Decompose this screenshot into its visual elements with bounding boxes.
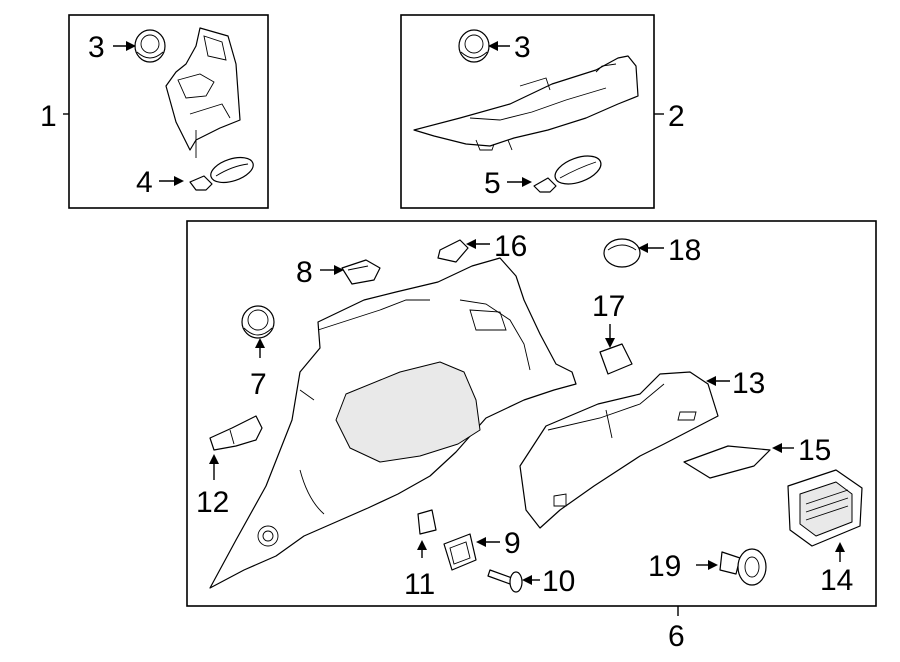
callout-15: 15 xyxy=(798,434,831,467)
trim-panel-2 xyxy=(413,55,639,151)
trim-panel-1 xyxy=(165,27,241,158)
callout-18: 18 xyxy=(668,234,701,267)
mat-15 xyxy=(683,445,771,479)
clip-12 xyxy=(209,415,263,451)
bolt-10 xyxy=(487,569,523,593)
clip-5 xyxy=(533,155,602,193)
group-box-2 xyxy=(400,14,655,209)
callout-2: 2 xyxy=(668,100,685,133)
callout-4: 4 xyxy=(136,166,153,199)
callout-17: 17 xyxy=(592,290,625,323)
fastener-19 xyxy=(719,548,767,586)
callout-12: 12 xyxy=(196,486,229,519)
callout-9: 9 xyxy=(504,527,521,560)
callout-7: 7 xyxy=(250,368,267,401)
push-clip-7 xyxy=(241,305,275,339)
callout-1: 1 xyxy=(40,100,57,133)
floor-panel-13 xyxy=(519,371,719,529)
callout-5: 5 xyxy=(484,167,501,200)
callout-3b: 3 xyxy=(514,31,531,64)
group-box-1 xyxy=(68,14,269,209)
vent-14 xyxy=(787,469,863,547)
clip-16 xyxy=(437,239,469,263)
clip-4 xyxy=(189,156,254,191)
callout-10: 10 xyxy=(542,565,575,598)
callout-11: 11 xyxy=(404,568,435,601)
cap-18 xyxy=(603,238,641,268)
push-clip-3a xyxy=(134,29,166,63)
callout-14: 14 xyxy=(820,564,853,597)
cover-17 xyxy=(599,343,633,375)
callout-19: 19 xyxy=(648,550,681,583)
callout-8: 8 xyxy=(296,256,313,289)
callout-13: 13 xyxy=(732,367,765,400)
quarter-trim-panel xyxy=(209,257,577,589)
callout-3a: 3 xyxy=(88,31,105,64)
handle-9 xyxy=(443,533,477,571)
push-clip-3b xyxy=(458,29,490,63)
callout-6: 6 xyxy=(668,620,685,653)
callout-16: 16 xyxy=(494,230,527,263)
bracket-8 xyxy=(341,259,381,285)
clip-11 xyxy=(417,509,437,535)
group-box-6 xyxy=(186,220,877,607)
